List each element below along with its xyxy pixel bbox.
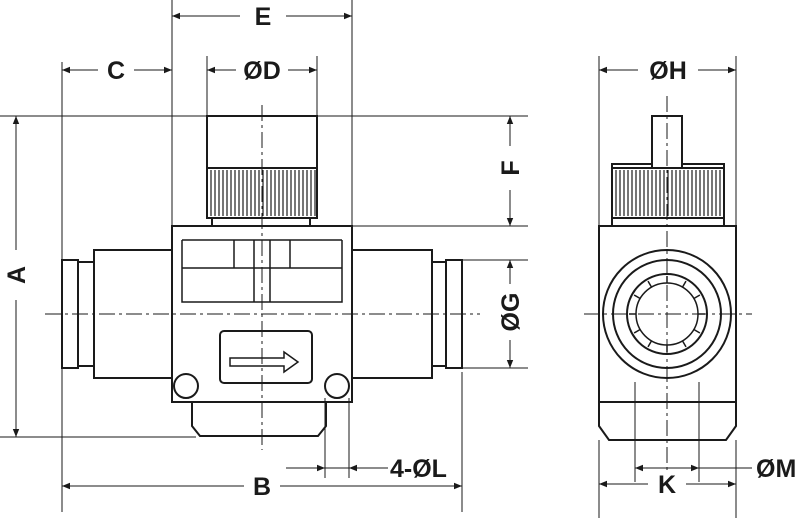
knob-knurling — [210, 170, 316, 216]
port-tooth — [633, 294, 641, 300]
port-tooth — [647, 340, 653, 348]
port-tooth — [681, 340, 687, 348]
label-B: B — [253, 473, 271, 501]
label-E: E — [255, 3, 272, 31]
label-A: A — [3, 266, 31, 284]
label-H: ØH — [649, 57, 687, 85]
label-C: C — [107, 57, 125, 85]
valve-bottom-foot — [191, 401, 327, 437]
label-M: ØM — [756, 455, 796, 483]
side-port-teeth — [629, 276, 705, 352]
mount-hole-right — [324, 373, 350, 399]
side-knob-knurling — [615, 170, 721, 216]
flow-arrow-icon — [229, 350, 300, 374]
label-D: ØD — [243, 57, 281, 85]
dimension-lines — [12, 12, 752, 490]
label-F: F — [497, 160, 525, 175]
port-tooth — [681, 280, 687, 288]
port-tooth — [647, 280, 653, 288]
port-tooth — [693, 328, 701, 334]
label-K: K — [658, 471, 676, 499]
port-tooth — [633, 328, 641, 334]
side-knob-stem — [611, 217, 725, 227]
dimension-labels: A E C ØD F ØG B 4-ØL ØH K ØM — [3, 3, 796, 501]
knob-stem — [211, 217, 311, 227]
flow-window — [219, 330, 313, 384]
extension-lines — [0, 0, 737, 518]
mount-hole-left — [173, 373, 199, 399]
front-view — [45, 105, 480, 450]
label-L: 4-ØL — [390, 455, 447, 483]
port-tooth — [693, 294, 701, 300]
side-view — [584, 96, 752, 470]
label-G: ØG — [497, 293, 525, 332]
